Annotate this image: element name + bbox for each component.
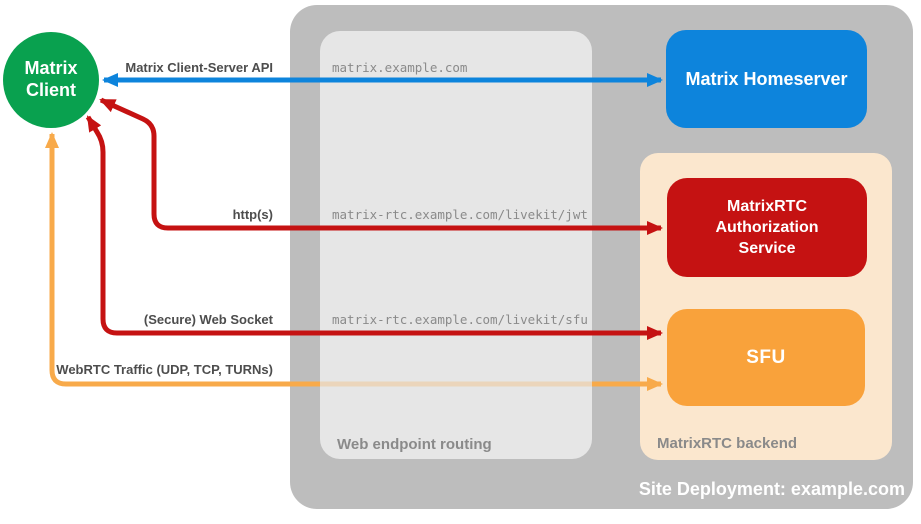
matrix-homeserver-label: Matrix Homeserver (685, 68, 848, 89)
client-server-api-protocol-label: Matrix Client-Server API (125, 60, 273, 75)
site-deployment-title: Site Deployment: example.com (638, 479, 905, 499)
matrix-client-label: Matrix Client (24, 58, 78, 100)
https-protocol-label: http(s) (232, 207, 273, 222)
matrixrtc-backend-caption: MatrixRTC backend (657, 435, 798, 452)
matrix-homeserver-node: Matrix Homeserver (666, 30, 867, 128)
matrixrtc-authorization-service-node: MatrixRTC Authorization Service (667, 178, 867, 277)
sfu-node: SFU (667, 309, 865, 406)
webrtc-traffic-protocol-label: WebRTC Traffic (UDP, TCP, TURNs) (56, 362, 273, 377)
web-endpoint-routing-box (320, 31, 592, 459)
livekit-jwt-endpoint-url: matrix-rtc.example.com/livekit/jwt (332, 207, 588, 222)
homeserver-endpoint-url: matrix.example.com (332, 60, 468, 75)
web-endpoint-routing-caption: Web endpoint routing (337, 436, 492, 453)
matrix-client-node: Matrix Client (3, 32, 99, 128)
sfu-label: SFU (746, 346, 786, 368)
livekit-sfu-endpoint-url: matrix-rtc.example.com/livekit/sfu (332, 312, 588, 327)
webrtc-traffic-arrow (45, 132, 320, 387)
matrixrtc-authorization-service-label: MatrixRTC Authorization Service (715, 197, 819, 258)
websocket-protocol-label: (Secure) Web Socket (143, 312, 273, 327)
